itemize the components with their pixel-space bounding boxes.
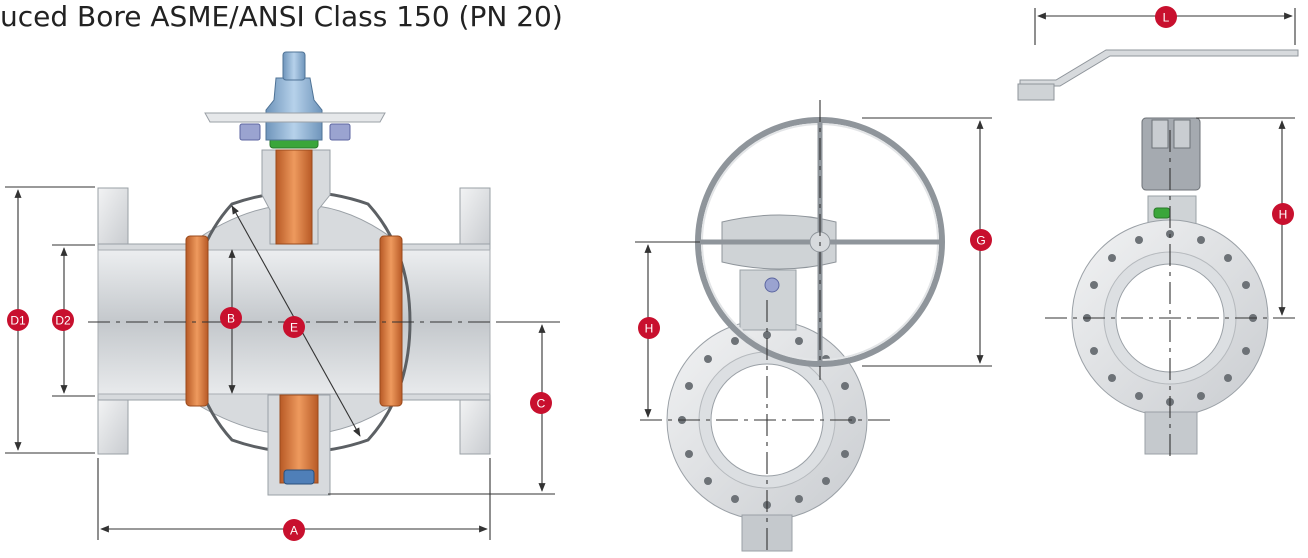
svg-text:L: L: [1163, 11, 1170, 25]
flange-bolt-holes-lever: [1083, 230, 1257, 406]
label-e: E: [283, 316, 305, 338]
label-l: L: [1155, 6, 1177, 28]
svg-text:G: G: [976, 234, 985, 248]
bonnet: [265, 77, 323, 141]
label-d2: D2: [52, 309, 74, 331]
svg-text:H: H: [645, 322, 654, 336]
lever-head: [1141, 117, 1201, 191]
svg-text:E: E: [290, 321, 298, 335]
svg-text:C: C: [537, 397, 546, 411]
seat-right: [379, 235, 403, 407]
gear-operator-view: [635, 100, 992, 555]
mounting-plate: [204, 112, 386, 123]
label-g: G: [970, 229, 992, 251]
trunnion-cap: [283, 469, 315, 485]
dimension-labels: D1 D2 B E C A H G: [7, 6, 1294, 541]
label-h-lever: H: [1272, 203, 1294, 225]
lever-handle: [1019, 49, 1299, 87]
flange-top-right: [459, 187, 491, 245]
label-c: C: [530, 392, 552, 414]
label-h-gear: H: [638, 317, 660, 339]
svg-text:D1: D1: [10, 314, 26, 328]
svg-text:B: B: [227, 312, 235, 326]
upper-stem: [275, 149, 313, 245]
flange-bottom-left: [97, 399, 129, 455]
svg-text:D2: D2: [55, 314, 71, 328]
ball-valve-cutaway-view: [5, 51, 560, 540]
lever-operator-view: [1017, 8, 1299, 460]
flange-top-left: [97, 187, 129, 245]
svg-text:A: A: [290, 524, 298, 538]
bolt-right: [329, 123, 351, 141]
bolt-left: [239, 123, 261, 141]
flange-bottom-right: [459, 399, 491, 455]
svg-text:H: H: [1279, 208, 1288, 222]
label-d1: D1: [7, 309, 29, 331]
stem-top: [282, 51, 306, 81]
gear-stem: [739, 269, 797, 331]
seat-left: [185, 235, 209, 407]
page-title: uced Bore ASME/ANSI Class 150 (PN 20): [0, 0, 563, 33]
label-a: A: [283, 519, 305, 541]
label-b: B: [220, 307, 242, 329]
